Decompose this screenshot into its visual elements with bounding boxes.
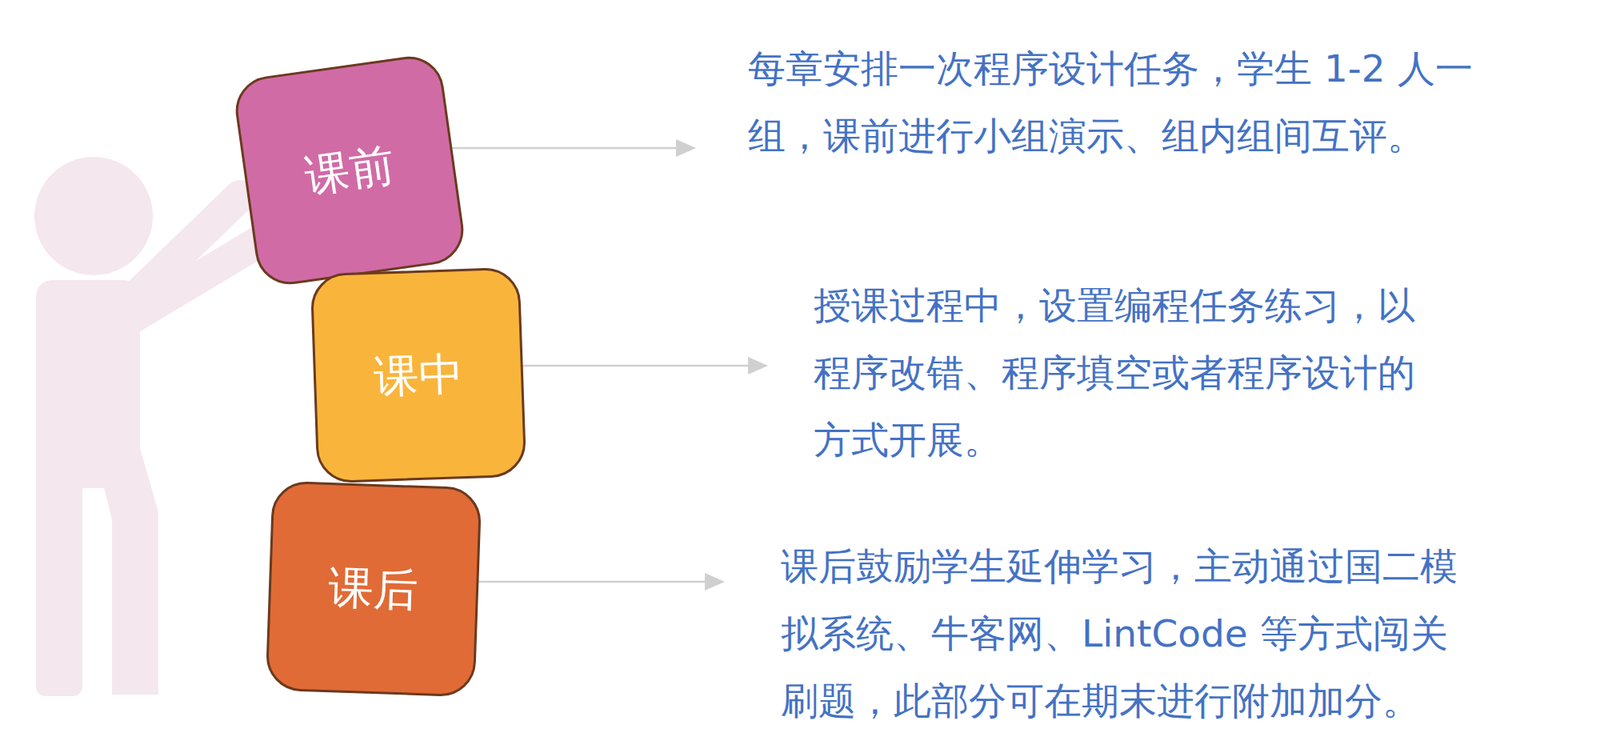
description-text: 课后鼓励学生延伸学习，主动通过国二模拟系统、牛客网、LintCode 等方式闯关…: [780, 532, 1477, 735]
stage-box: 课中: [310, 267, 528, 484]
description-text: 每章安排一次程序设计任务，学生 1-2 人一组，课前进行小组演示、组内组间互评。: [748, 35, 1516, 170]
stage-box: 课后: [265, 480, 483, 698]
box-label: 课后: [328, 562, 420, 615]
stage-box: 课前: [231, 52, 468, 289]
description-text: 授课过程中，设置编程任务练习，以程序改错、程序填空或者程序设计的方式开展。: [813, 272, 1446, 474]
box-label: 课前: [301, 140, 397, 202]
box-label: 课中: [372, 348, 464, 401]
person-figure: [34, 156, 159, 696]
